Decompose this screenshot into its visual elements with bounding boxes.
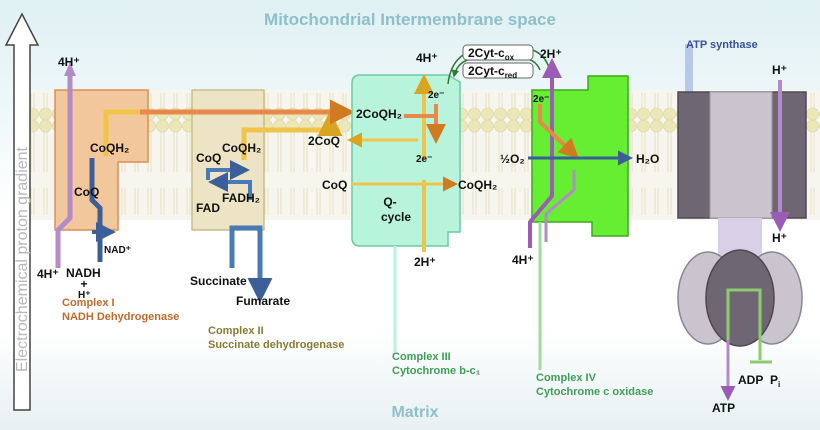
complex-1-nad: NAD⁺ bbox=[104, 245, 131, 256]
complex-3-top-h: 4H⁺ bbox=[416, 51, 438, 65]
complex-2-fadh2: FADH₂ bbox=[222, 191, 260, 205]
complex-3-e-mid: 2e⁻ bbox=[416, 154, 432, 165]
complex-4-electron-arrow bbox=[538, 104, 579, 159]
complex-1-top-h: 4H⁺ bbox=[58, 55, 80, 69]
complex-4-name: Complex IV bbox=[536, 372, 597, 384]
complex-3-subtitle: Cytochrome b-c₁ bbox=[392, 365, 481, 377]
complex-1-coqh2: CoQH₂ bbox=[90, 141, 129, 155]
complex-4-subtitle: Cytochrome c oxidase bbox=[536, 386, 653, 398]
complex-4-proton-in bbox=[544, 170, 576, 242]
complex-4-top-h: 2H⁺ bbox=[540, 47, 562, 61]
complex-1-h: H⁺ bbox=[78, 290, 91, 301]
complex-1-name: Complex I bbox=[62, 297, 115, 309]
complex-1-proton-head bbox=[64, 62, 76, 76]
complex-1-plus: + bbox=[80, 277, 87, 291]
complex-1-subtitle: NADH Dehydrogenase bbox=[62, 311, 179, 323]
complex-1-coq: CoQ bbox=[74, 185, 99, 199]
complex-2-succinate-loop bbox=[229, 225, 273, 303]
proton-gradient-arrow bbox=[4, 12, 40, 411]
atp-synthase-name: ATP synthase bbox=[686, 39, 758, 51]
complex-3-coq: CoQ bbox=[322, 178, 347, 192]
complex-2-coq-arrow bbox=[206, 160, 250, 180]
complex-3-2coqh2: 2CoQH₂ bbox=[356, 107, 402, 121]
complex-2-fumarate: Fumarate bbox=[236, 294, 290, 308]
cyt-c-red-label: 2Cyt-cred bbox=[468, 64, 517, 80]
complex-3-qcycle: Q- bbox=[383, 195, 396, 209]
complex-2-succinate: Succinate bbox=[190, 274, 247, 288]
complex-4-proton-arrow bbox=[528, 58, 562, 248]
atp-f1-center bbox=[705, 249, 775, 347]
atp-synthase: ATP synthase H⁺ H⁺ ADP Pi ATP bbox=[677, 39, 807, 415]
atp-pi: Pi bbox=[770, 373, 780, 389]
atp-h-top: H⁺ bbox=[772, 63, 787, 77]
atp-synthase-leader bbox=[685, 44, 693, 94]
atp-fo-inner bbox=[709, 91, 773, 219]
complex-3-name: Complex III bbox=[392, 351, 451, 363]
complex-4-half-o2: ½O₂ bbox=[500, 152, 525, 166]
complex-3-bottom-h: 2H⁺ bbox=[414, 255, 436, 269]
cyt-c-red-box bbox=[462, 62, 534, 79]
complex-4-bottom-h: 4H⁺ bbox=[512, 253, 534, 267]
matrix-title: Matrix bbox=[391, 404, 438, 421]
complex-1-proton-arrow bbox=[55, 72, 73, 268]
complex-3-qcycle-2: cycle bbox=[381, 210, 411, 224]
complex-1-nadh: NADH bbox=[66, 266, 101, 280]
complex-2-coqh2: CoQH₂ bbox=[222, 141, 261, 155]
complex-3-coqh2: CoQH₂ bbox=[458, 178, 497, 192]
complex-4-body bbox=[531, 75, 629, 237]
atp-adp: ADP bbox=[738, 373, 763, 387]
complex-4-h2o: H₂O bbox=[636, 152, 659, 166]
complex-2: CoQH₂ CoQ FADH₂ FAD Succinate Fumarate C… bbox=[140, 89, 355, 351]
cyt-c-ox-box bbox=[462, 44, 534, 61]
atp-h-bottom: H⁺ bbox=[772, 231, 787, 245]
complex-2-coq: CoQ bbox=[196, 151, 221, 165]
intermembrane-title: Mitochondrial Intermembrane space bbox=[264, 10, 556, 29]
complex-3-e-top: 2e⁻ bbox=[428, 90, 444, 101]
complex-1-bottom-h: 4H⁺ bbox=[37, 267, 59, 281]
cyt-c-ox-label: 2Cyt-cox bbox=[468, 46, 515, 62]
complex-4-e: 2e⁻ bbox=[533, 94, 549, 105]
gradient-label: Electrochemical proton gradient bbox=[14, 146, 31, 372]
complex-4: 2H⁺ 2e⁻ ½O₂ H₂O 4H⁺ Complex IV Cytochrom… bbox=[500, 47, 659, 398]
complex-1-body bbox=[54, 89, 149, 231]
complex-2-name: Complex II bbox=[208, 325, 264, 337]
complex-3: 4H⁺ 2CoQH₂ 2CoQ 2e⁻ 2e⁻ CoQ CoQH₂ Q- cyc… bbox=[308, 51, 497, 377]
complex-2-fad: FAD bbox=[196, 201, 220, 215]
complex-2-subtitle: Succinate dehydrogenase bbox=[208, 339, 344, 351]
cytochrome-c-shuttle: 2Cyt-cox 2Cyt-cred bbox=[447, 44, 553, 85]
complex-2-fadh2-arrow bbox=[208, 172, 252, 200]
atp-label: ATP bbox=[712, 401, 735, 415]
complex-3-2coq: 2CoQ bbox=[308, 134, 340, 148]
matrix-background bbox=[0, 330, 820, 430]
